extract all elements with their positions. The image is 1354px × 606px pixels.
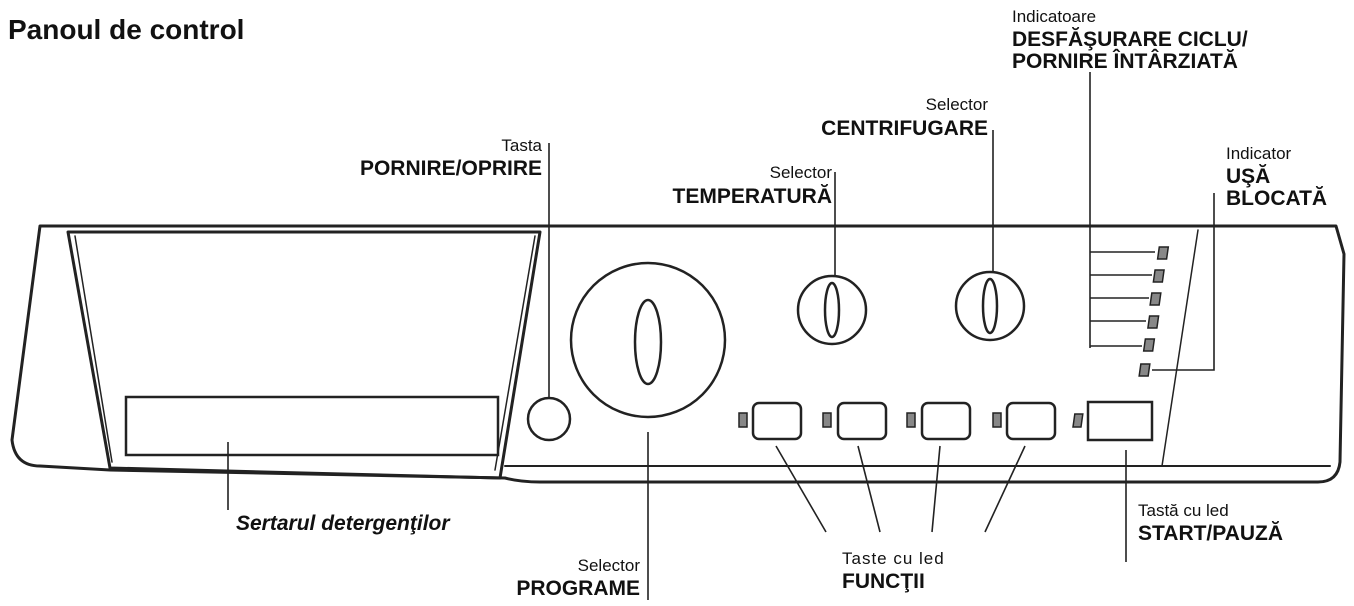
function-led-3 bbox=[906, 412, 916, 428]
drawer-outline bbox=[66, 230, 542, 480]
door-indicator-caption: Indicator bbox=[1226, 144, 1292, 163]
function-keys-label: FUNCŢII bbox=[842, 570, 925, 593]
cycle-indicators-label-2: PORNIRE ÎNTÂRZIATĂ bbox=[1012, 50, 1238, 73]
door-indicator-label-2: BLOCATĂ bbox=[1226, 187, 1328, 210]
program-selector-knob bbox=[569, 261, 727, 419]
function-button-4 bbox=[1005, 401, 1057, 441]
door-locked-led bbox=[1138, 363, 1151, 377]
function-led-4 bbox=[992, 412, 1002, 428]
temperature-selector-knob bbox=[796, 274, 868, 346]
start-pause-label: START/PAUZĂ bbox=[1138, 522, 1284, 545]
temperature-selector-caption: Selector bbox=[769, 163, 832, 182]
spin-selector-caption: Selector bbox=[925, 95, 988, 114]
detergent-drawer-label: Sertarul detergenţilor bbox=[236, 512, 450, 535]
start-pause-caption: Tastă cu led bbox=[1138, 501, 1229, 520]
start-pause-button bbox=[1086, 400, 1154, 442]
function-button-1 bbox=[751, 401, 803, 441]
spin-selector-knob bbox=[954, 270, 1026, 342]
start-pause-led bbox=[1072, 413, 1084, 428]
function-button-2 bbox=[836, 401, 888, 441]
spin-selector-label: CENTRIFUGARE bbox=[821, 117, 988, 140]
function-buttons bbox=[738, 401, 1057, 441]
power-key-label: PORNIRE/OPRIRE bbox=[359, 157, 542, 180]
door-indicator-label-1: UŞĂ bbox=[1226, 165, 1271, 188]
panel-title: Panoul de control bbox=[8, 14, 245, 45]
function-button-3 bbox=[920, 401, 972, 441]
program-selector-caption: Selector bbox=[577, 556, 640, 575]
power-key-caption: Tasta bbox=[501, 136, 542, 155]
power-button bbox=[526, 396, 572, 442]
program-selector-label: PROGRAME bbox=[516, 577, 640, 600]
cycle-indicators-label-1: DESFĂŞURARE CICLU/ bbox=[1012, 28, 1248, 51]
function-led-1 bbox=[738, 412, 748, 428]
function-keys-caption: Taste cu led bbox=[842, 549, 945, 568]
drawer-handle bbox=[124, 395, 500, 457]
cycle-indicators-caption: Indicatoare bbox=[1012, 7, 1097, 26]
function-led-2 bbox=[822, 412, 832, 428]
temperature-selector-label: TEMPERATURĂ bbox=[672, 185, 832, 208]
panel-outline bbox=[10, 224, 1346, 484]
cycle-indicator-leds bbox=[1138, 246, 1170, 377]
